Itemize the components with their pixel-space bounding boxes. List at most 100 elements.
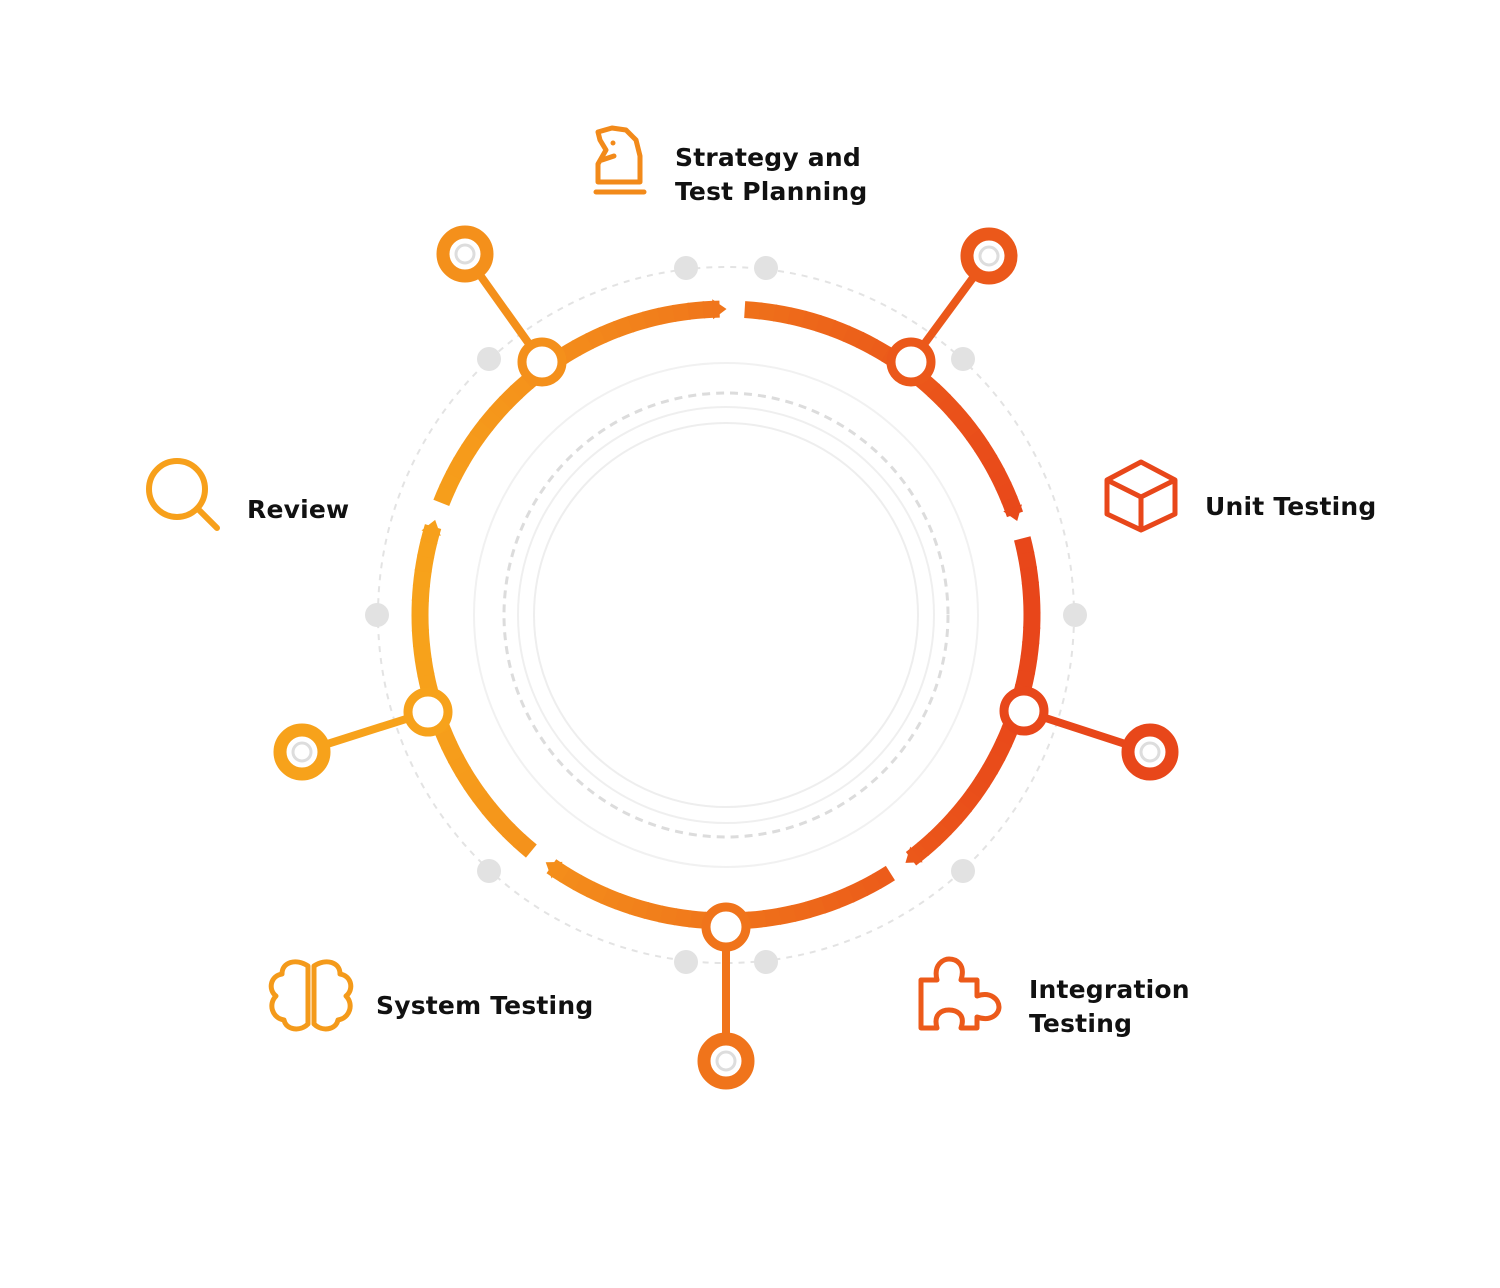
stage-label-line: Testing — [1029, 1009, 1133, 1038]
ring-segment — [995, 725, 1019, 748]
ring-segment — [417, 538, 438, 559]
ring-segment — [988, 467, 1012, 491]
ring-segment — [966, 776, 990, 801]
ring-segment — [642, 307, 663, 329]
ring-segment — [937, 394, 962, 418]
spoke-outer-node-core — [978, 245, 1000, 267]
stage-label-system-testing: System Testing — [376, 989, 593, 1023]
ring-segment — [947, 405, 972, 429]
ring-arrow — [905, 846, 923, 863]
ring-segment — [832, 886, 855, 909]
ring-segment — [411, 584, 430, 602]
ring-segment — [433, 484, 456, 507]
ring-segment — [791, 901, 812, 922]
ring-dot — [754, 256, 778, 280]
ring-segment — [1022, 626, 1041, 645]
ring-segment — [627, 311, 649, 333]
spoke-outer-node-core — [715, 1050, 737, 1072]
ring-segment — [1020, 641, 1040, 660]
chess-knight-icon — [593, 125, 647, 195]
stage-label-unit-testing: Unit Testing — [1205, 490, 1377, 524]
ring-segment — [414, 553, 435, 573]
ring-segment — [917, 832, 941, 856]
stage-label-strategy: Strategy and Test Planning — [675, 141, 867, 209]
ring-segment — [981, 454, 1005, 478]
ring-segment — [643, 902, 664, 923]
ring-arrow — [712, 299, 727, 320]
ring-segment — [586, 881, 609, 904]
stage-label-line: Test Planning — [675, 177, 868, 206]
spoke-outer-node — [697, 1032, 755, 1090]
spoke-inner-node — [999, 686, 1049, 736]
ring-segment — [434, 727, 458, 750]
ring-dot — [754, 950, 778, 974]
spoke-outer-node — [960, 227, 1018, 285]
stage-label-line: Integration — [1029, 975, 1190, 1004]
ring-segment — [744, 301, 763, 320]
ring-segment — [502, 823, 526, 848]
ring-segment — [463, 778, 488, 803]
ring-segment — [613, 315, 635, 338]
ring-segment — [787, 307, 808, 328]
ring-segment — [598, 320, 621, 343]
spoke-inner-node — [403, 687, 453, 737]
ring-segment — [758, 302, 778, 322]
ring-segment — [412, 568, 432, 588]
spoke-outer-node — [436, 225, 494, 283]
stage-label-line: Review — [247, 495, 350, 524]
ring-segment — [965, 429, 990, 453]
ring-segment — [1017, 551, 1037, 571]
spoke-outer-node — [1121, 723, 1179, 781]
ring-dot — [477, 347, 501, 371]
ring-segment — [819, 892, 841, 914]
ring-segment — [455, 766, 479, 790]
ring-segment — [559, 867, 583, 891]
ring-dot — [365, 603, 389, 627]
ring-segment — [445, 456, 469, 480]
stage-label-integration-testing: Integration Testing — [1029, 973, 1190, 1041]
ring-arrow — [1003, 504, 1022, 521]
ring-segment — [995, 481, 1018, 504]
ring-segment — [1022, 596, 1041, 614]
spoke-inner-node — [701, 902, 751, 952]
ring-segment — [772, 304, 793, 325]
inner-rings — [473, 362, 979, 868]
ring-segment — [687, 301, 706, 320]
ring-segment — [974, 764, 998, 788]
ring-segment — [441, 741, 464, 764]
cube-icon — [1104, 459, 1178, 533]
ring-segment — [1015, 669, 1036, 690]
ring-segment — [499, 385, 523, 409]
ring-segment — [762, 907, 782, 928]
stage-label-line: System Testing — [376, 991, 594, 1020]
spoke-outer-node-core — [291, 741, 313, 763]
ring-segment — [585, 326, 608, 350]
ring-segment — [828, 319, 851, 342]
ring-segment — [801, 310, 822, 332]
ring-segment — [974, 441, 998, 465]
inner-ring-outer — [473, 362, 979, 868]
ring-segment — [599, 887, 622, 910]
ring-segment — [510, 375, 534, 399]
ring-segment — [439, 470, 462, 493]
ring-dot — [477, 859, 501, 883]
ring-segment — [842, 325, 865, 348]
ring-segment — [1014, 536, 1035, 557]
ring-dot — [951, 347, 975, 371]
ring-segment — [414, 658, 435, 678]
ring-segment — [447, 754, 471, 777]
ring-segment — [1018, 655, 1038, 675]
outer-dashed-ring — [377, 266, 1075, 964]
ring-segment — [461, 431, 485, 455]
ring-segment — [614, 893, 636, 915]
ring-dot — [674, 950, 698, 974]
brain-icon — [268, 959, 354, 1032]
ring-segment — [673, 908, 692, 928]
ring-segment — [989, 738, 1012, 762]
ring-segment — [928, 822, 952, 846]
ring-segment — [472, 790, 496, 815]
ring-segment — [859, 873, 882, 897]
ring-segment — [411, 629, 431, 647]
inner-ring-dashed — [502, 391, 950, 839]
